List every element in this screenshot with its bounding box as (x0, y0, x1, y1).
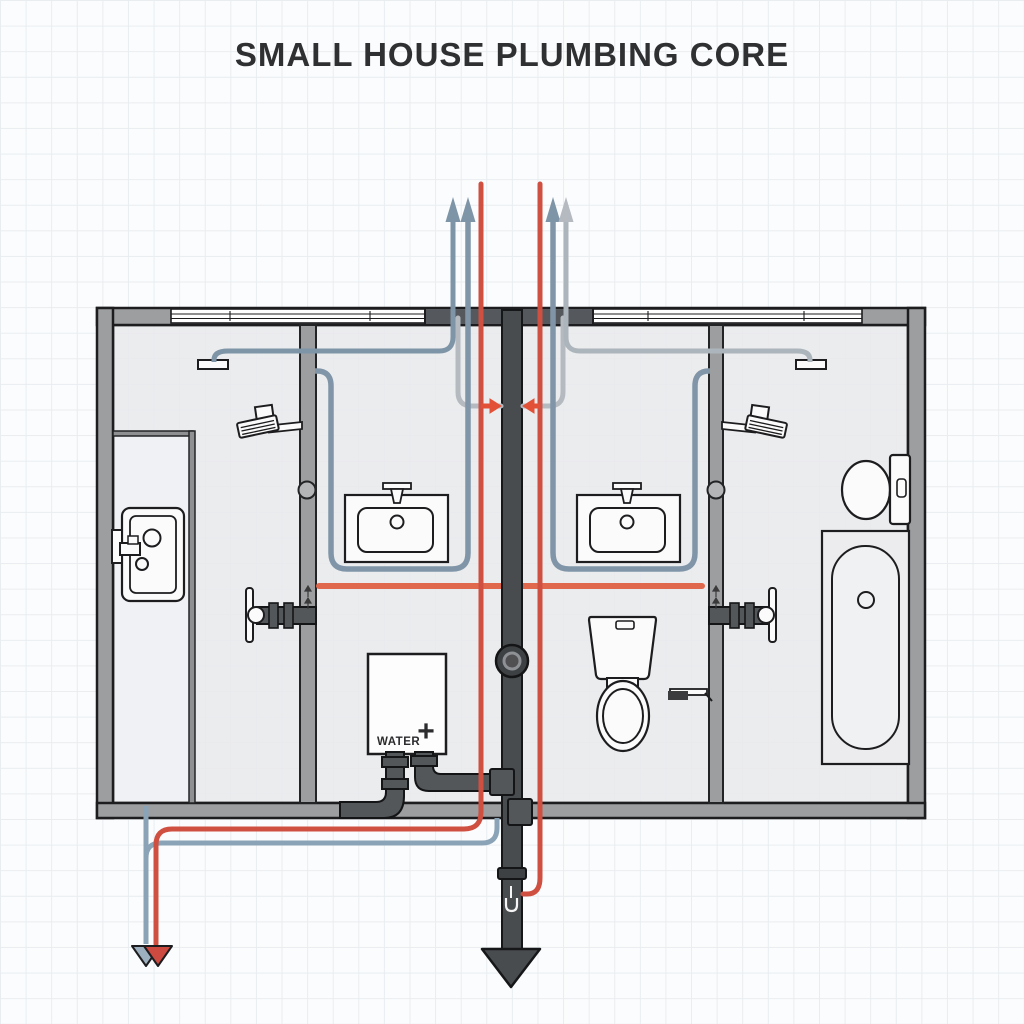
toilet-right (840, 453, 912, 526)
wall-mark-icons-left (303, 584, 313, 609)
water-heater: WATER + (366, 652, 448, 756)
hot-supply-arrow-icon (143, 945, 173, 967)
vent-arrows (445, 197, 574, 222)
shower-valve-right (706, 480, 726, 500)
supply-valve-left (245, 587, 317, 643)
stack-coupling-upper (489, 768, 515, 796)
vent-arrow-icon (558, 197, 574, 222)
cold-water-loop-left (315, 219, 471, 572)
window-left (170, 308, 426, 324)
faucet-icon (382, 482, 412, 504)
wet-wall-left (299, 324, 317, 804)
tub-drain-icon (857, 591, 875, 609)
supply-valve-right (708, 587, 777, 643)
hot-water-lines (143, 181, 543, 967)
heater-piping (339, 751, 503, 819)
shower-arm-left (236, 403, 303, 439)
shower-valve-left (297, 480, 317, 500)
vent-arrow-icon (460, 197, 476, 222)
water-heater-plus: + (417, 715, 435, 748)
vanity-sink-left (343, 482, 450, 564)
utility-sink (111, 506, 186, 603)
main-drain-stack (480, 309, 542, 989)
shower-arm-right (721, 403, 788, 439)
hot-water-line-left (153, 181, 484, 947)
alcove-floor (115, 436, 189, 801)
water-heater-label: WATER (377, 736, 420, 748)
vanity-sink-middle (575, 482, 682, 564)
wall-mark-icons-right (711, 584, 721, 609)
faucet-icon (612, 482, 642, 504)
toilet-paper-holder (668, 688, 713, 702)
utility-faucet-icon (111, 529, 141, 564)
cold-water-loop-right (550, 219, 710, 572)
shower-supply-right (563, 219, 813, 362)
bathtub (820, 529, 911, 766)
hot-branch-arrow-right (522, 398, 540, 414)
hot-water-line-right (520, 181, 543, 897)
alcove-wall (112, 430, 196, 804)
hot-branch-arrow-left (481, 398, 502, 414)
connector-line-left (455, 315, 504, 409)
wet-wall-right (708, 324, 724, 804)
cleanout-fitting (494, 643, 530, 679)
toilet-middle (587, 615, 658, 753)
stack-coupling-lower (507, 798, 533, 826)
trap-mark-icon (504, 886, 519, 913)
window-right (592, 308, 863, 324)
vent-arrow-icon (445, 197, 461, 222)
stack-flange (497, 867, 527, 880)
shower-supply-left (211, 219, 456, 362)
connector-line-right (520, 315, 566, 409)
vent-arrow-icon (545, 197, 561, 222)
drain-arrow-icon (480, 947, 542, 989)
diagram-title: SMALL HOUSE PLUMBING CORE (234, 36, 790, 73)
